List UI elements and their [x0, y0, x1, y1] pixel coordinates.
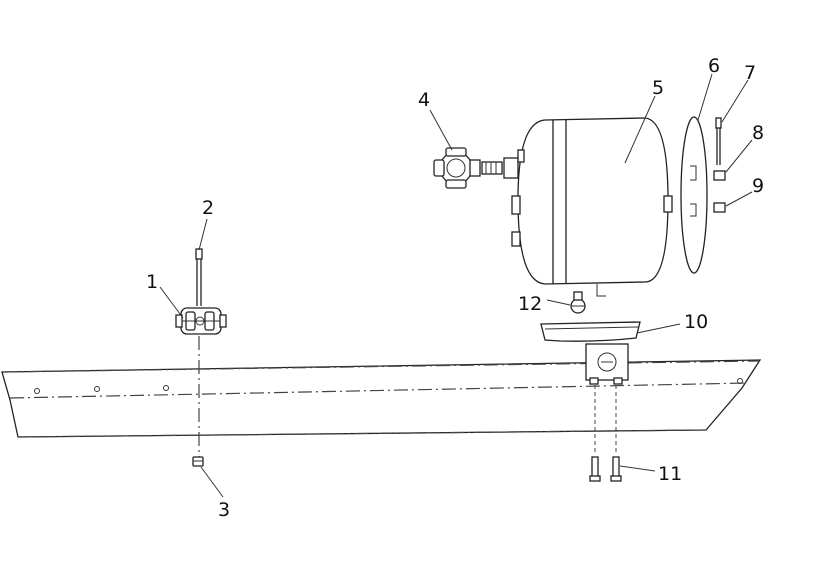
- part-11-bolts: [589, 456, 622, 482]
- callout-4: 4: [418, 89, 430, 111]
- frame-bracket: [585, 343, 629, 385]
- part-10-bracket: [540, 321, 641, 342]
- callout-11: 11: [658, 463, 682, 485]
- part-4-fitting: [433, 147, 519, 189]
- part-12-drain-plug: [570, 291, 586, 314]
- part-1-valve: [175, 307, 227, 335]
- callout-9: 9: [752, 175, 764, 197]
- part-9-washer: [713, 202, 726, 213]
- callout-3: 3: [218, 499, 230, 521]
- callout-1: 1: [146, 271, 158, 293]
- part-7-bolt: [715, 117, 722, 165]
- leader-lines: [159, 73, 753, 498]
- frame-rail: [1, 359, 762, 438]
- callout-2: 2: [202, 197, 214, 219]
- callout-8: 8: [752, 122, 764, 144]
- part-6-strap: [680, 116, 708, 274]
- callout-6: 6: [708, 55, 720, 77]
- part-5-air-tank: [511, 117, 673, 297]
- part-3-nut: [192, 456, 204, 467]
- callout-12: 12: [518, 293, 542, 315]
- callout-10: 10: [684, 311, 708, 333]
- callout-5: 5: [652, 77, 664, 99]
- callout-7: 7: [744, 62, 756, 84]
- part-2-rod: [195, 248, 203, 306]
- part-8-nut: [713, 170, 726, 181]
